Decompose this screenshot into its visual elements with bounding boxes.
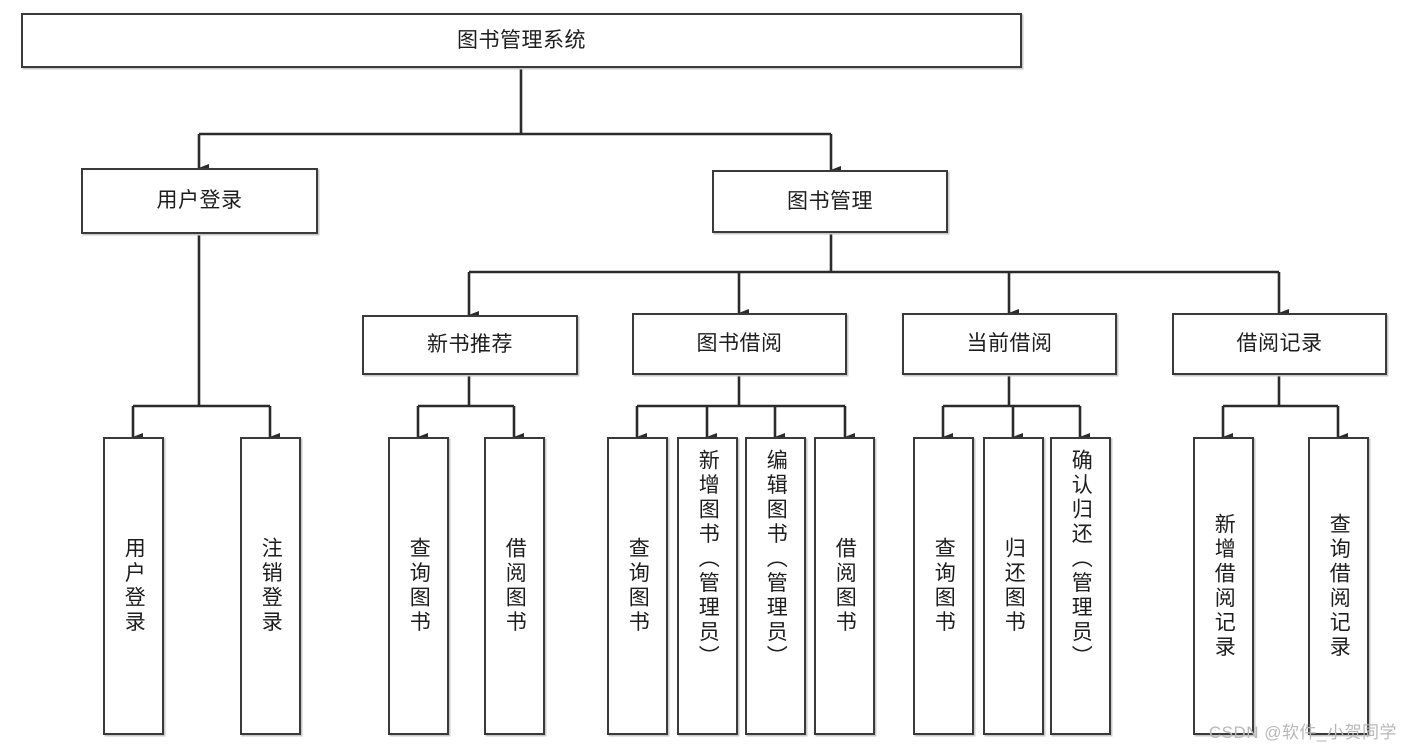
leaf-return-book[interactable]: 归还图书 [983,437,1044,735]
leaf-query-book-2[interactable]: 查询图书 [607,437,668,735]
node-new-book-recommend[interactable]: 新书推荐 [362,315,578,375]
leaf-user-login-label: 用户登录 [122,537,146,635]
leaf-add-borrow-record-label: 新增借阅记录 [1212,512,1236,660]
node-book-management[interactable]: 图书管理 [712,170,948,233]
node-user-login[interactable]: 用户登录 [81,168,318,234]
leaf-query-book-3-label: 查询图书 [932,537,956,635]
node-root[interactable]: 图书管理系统 [21,13,1022,68]
node-book-management-label: 图书管理 [787,189,873,213]
leaf-edit-book-label: 编辑图书（管理员） [764,449,788,670]
leaf-query-borrow-record[interactable]: 查询借阅记录 [1308,437,1369,735]
leaf-query-book-1[interactable]: 查询图书 [388,437,449,735]
leaf-edit-book[interactable]: 编辑图书（管理员） [745,437,806,735]
leaf-query-book-1-label: 查询图书 [407,537,431,635]
leaf-confirm-return[interactable]: 确认归还（管理员） [1050,437,1111,735]
node-current-borrow-label: 当前借阅 [966,332,1053,356]
node-root-label: 图书管理系统 [457,28,586,52]
leaf-return-book-label: 归还图书 [1002,537,1026,635]
node-book-borrow[interactable]: 图书借阅 [632,313,847,375]
leaf-borrow-book-2-label: 借阅图书 [833,537,857,635]
leaf-logout-login[interactable]: 注销登录 [240,437,301,735]
node-current-borrow[interactable]: 当前借阅 [902,313,1117,375]
leaf-add-book-label: 新增图书（管理员） [696,449,720,670]
node-new-book-recommend-label: 新书推荐 [427,333,513,357]
leaf-query-book-2-label: 查询图书 [626,537,650,635]
leaf-logout-login-label: 注销登录 [259,537,283,635]
leaf-borrow-book-1[interactable]: 借阅图书 [484,437,545,735]
leaf-borrow-book-1-label: 借阅图书 [503,537,527,635]
watermark-text: CSDN @软件_小贺同学 [1208,723,1397,742]
node-book-borrow-label: 图书借阅 [696,332,783,356]
leaf-borrow-book-2[interactable]: 借阅图书 [814,437,875,735]
leaf-query-book-3[interactable]: 查询图书 [913,437,974,735]
leaf-query-borrow-record-label: 查询借阅记录 [1327,512,1351,660]
node-borrow-record-label: 借阅记录 [1236,332,1323,356]
leaf-add-borrow-record[interactable]: 新增借阅记录 [1193,437,1254,735]
node-user-login-label: 用户登录 [156,189,243,213]
node-borrow-record[interactable]: 借阅记录 [1172,313,1387,375]
leaf-user-login[interactable]: 用户登录 [103,437,164,735]
leaf-confirm-return-label: 确认归还（管理员） [1069,449,1093,670]
leaf-add-book[interactable]: 新增图书（管理员） [677,437,738,735]
